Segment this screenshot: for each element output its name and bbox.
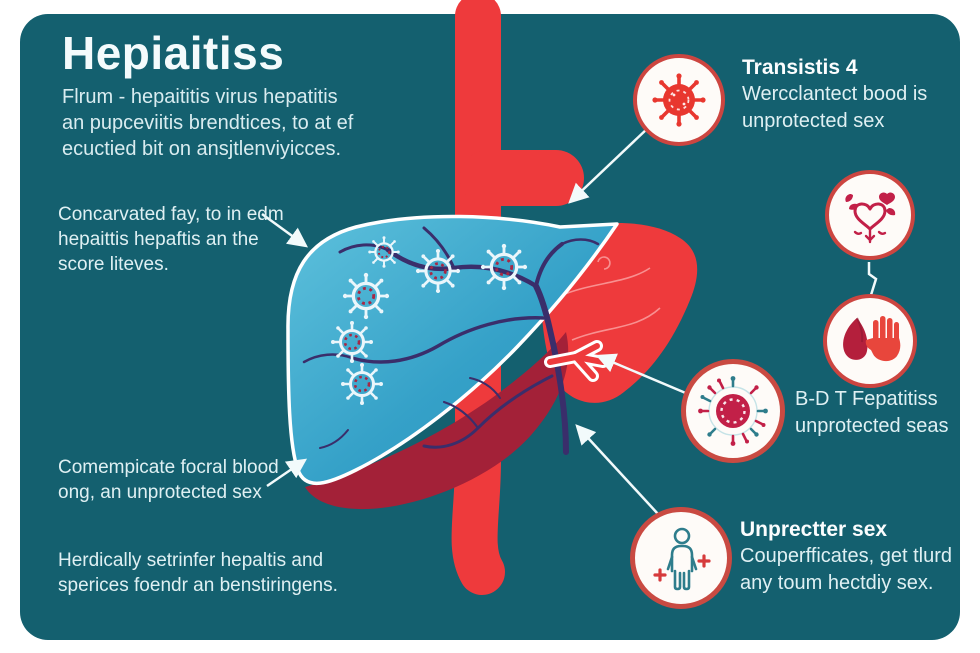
callout-line: unprotected sex [742, 110, 885, 132]
intro-line: Flrum - hepaititis virus hepatitis [62, 86, 338, 108]
portal-vessel-branch [544, 340, 609, 382]
callout-line: any toum hectdiy sex. [740, 572, 934, 594]
callout-line: Wercclantect bood is [742, 83, 928, 105]
liver-hand-icon [843, 316, 901, 362]
annotation-arrows [261, 127, 878, 515]
note-line: hepaittis hepaftis an the [58, 229, 259, 250]
note-line: Concarvated fay, to in edm [58, 204, 284, 225]
note-risk: Herdically setrinfer hepaltis and speric… [58, 548, 338, 598]
intro-text: Flrum - hepaititis virus hepatitis an pu… [62, 84, 353, 162]
note-line: ong, an unprotected sex [58, 482, 262, 503]
person-icon [653, 527, 711, 591]
heart-care-icon [845, 192, 896, 244]
callout-title: Transistis 4 [742, 56, 858, 79]
callout-types: B-D T Fepatitiss unprotected seas [795, 386, 948, 440]
callout-line: B-D T Fepatitiss [795, 388, 938, 410]
intro-line: ecuctied bit on ansjtlenviyicces. [62, 138, 342, 160]
note-line: Comempicate focral blood [58, 457, 279, 478]
intro-line: an pupceviitis brendtices, to at ef [62, 112, 354, 134]
callout-title: Unprectter sex [740, 518, 888, 541]
callout-sex: Unprectter sex Couperfficates, get tlurd… [740, 516, 952, 597]
note-liver: Concarvated fay, to in edm hepaittis hep… [58, 202, 284, 277]
callout-circle-liver-hand [823, 294, 917, 388]
note-line: sperices foendr an benstiringens. [58, 575, 338, 596]
callout-line: unprotected seas [795, 415, 949, 437]
page-title: Hepiaitiss [62, 27, 285, 79]
circle-connector-line [867, 262, 878, 296]
callout-line: Couperfficates, get tlurd [740, 545, 952, 567]
virus-icon [652, 73, 706, 127]
note-blood: Comempicate focral blood ong, an unprote… [58, 455, 279, 505]
callout-circle-sex [630, 507, 732, 609]
vein-tree [302, 226, 600, 455]
liver-lower-lobe [305, 332, 569, 510]
callout-circle-types [681, 359, 785, 463]
note-line: Herdically setrinfer hepaltis and [58, 550, 324, 571]
callout-circle-transmission [633, 54, 725, 146]
virus-icon [698, 376, 768, 446]
callout-circle-heart [825, 170, 915, 260]
callout-transmission: Transistis 4 Wercclantect bood is unprot… [742, 54, 927, 135]
note-line: score liteves. [58, 254, 169, 275]
